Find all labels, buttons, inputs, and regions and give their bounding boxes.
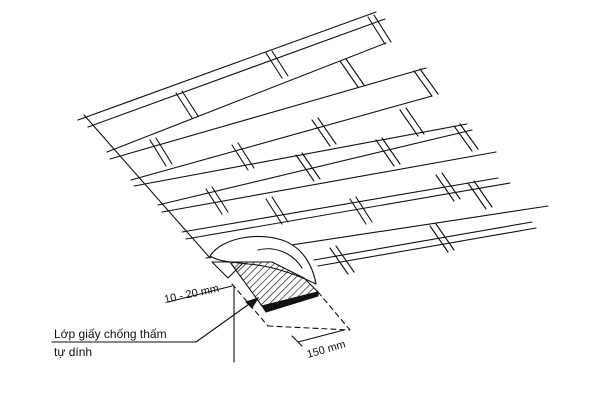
overlap-dimension-line: [291, 329, 345, 347]
shingle-joints: [149, 14, 493, 275]
leader-arrowhead: [245, 297, 260, 309]
membrane-label-line2: tự dính: [54, 345, 92, 359]
roof-deck-outline: [83, 114, 549, 279]
overlap-dimension-label: 150 mm: [306, 338, 348, 360]
gap-dimension-label: 10 - 20 mm: [163, 283, 220, 306]
gap-dimension-line: [167, 285, 233, 303]
membrane-label-line1: Lớp giấy chống thấm: [54, 327, 167, 341]
shingle-rows: [77, 11, 537, 267]
membrane-leader-line: [51, 285, 253, 363]
